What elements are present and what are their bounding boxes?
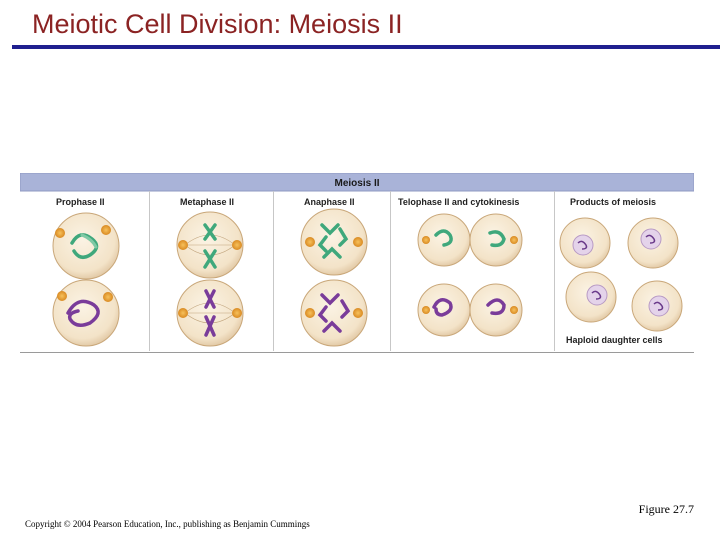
telophase-pair-top [418,214,522,266]
figure-header: Meiosis II [334,178,379,189]
haploid-cell-2 [628,218,678,268]
title-underline [12,45,720,49]
telophase-pair-bottom [418,284,522,336]
metaphase-cell-bottom [177,280,243,346]
anaphase-cell-bottom [301,280,367,346]
phase-label-metaphase: Metaphase II [180,197,234,207]
metaphase-cell-top [177,212,243,278]
phase-label-products: Products of meiosis [570,197,656,207]
copyright-notice: Copyright © 2004 Pearson Education, Inc.… [25,519,310,529]
haploid-cell-3 [566,272,616,322]
slide-title: Meiotic Cell Division: Meiosis II [32,9,403,40]
phase-label-anaphase: Anaphase II [304,197,355,207]
products-caption: Haploid daughter cells [566,335,663,345]
phase-label-telophase: Telophase II and cytokinesis [398,197,519,207]
anaphase-cell-top [301,209,367,275]
haploid-cell-4 [632,281,682,331]
phase-label-prophase: Prophase II [56,197,105,207]
haploid-cell-1 [560,218,610,268]
meiosis-ii-figure: Meiosis II Prophase II Metaphase II Anap… [20,173,694,353]
meiosis-diagram: Meiosis II Prophase II Metaphase II Anap… [20,173,694,352]
prophase-cell-top [53,213,119,279]
figure-caption: Figure 27.7 [639,502,694,517]
prophase-cell-bottom [53,280,119,346]
